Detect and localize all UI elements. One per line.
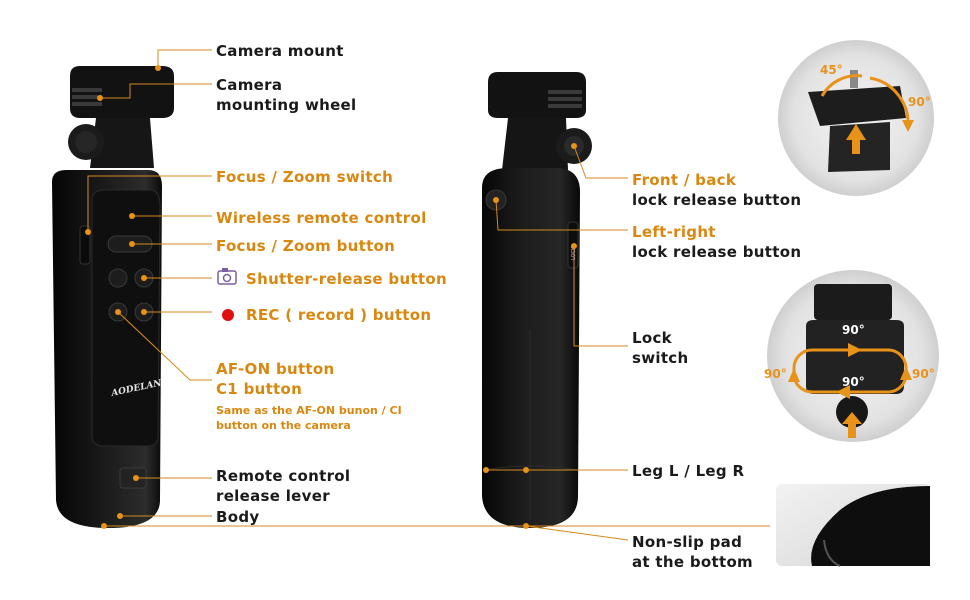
label-front-back-1: Front / back: [632, 171, 737, 189]
label-non-slip-2: at the bottom: [632, 553, 753, 571]
grip-side-view: LOCK: [482, 72, 592, 528]
label-camera-mounting-wheel-2: mounting wheel: [216, 96, 357, 114]
rotation-angle-bottom: 90°: [842, 375, 865, 389]
label-wireless-remote-control: Wireless remote control: [216, 209, 427, 227]
label-rec-button: REC ( record ) button: [246, 306, 432, 324]
label-non-slip-1: Non-slip pad: [632, 533, 743, 551]
label-front-back-2: lock release button: [632, 191, 802, 209]
label-camera-mounting-wheel-1: Camera: [216, 76, 283, 94]
tilt-angle-left: 45°: [820, 63, 843, 77]
rotation-angle-right: 90°: [912, 367, 935, 381]
grip-front-view: AODELAN: [52, 66, 174, 528]
label-remote-release-lever-2: release lever: [216, 487, 330, 505]
rotation-angle-top: 90°: [842, 323, 865, 337]
label-c1-button: C1 button: [216, 380, 303, 398]
tilt-detail-circle: 45° 90°: [778, 40, 934, 196]
non-slip-pad-inset: [776, 484, 930, 567]
label-left-right-1: Left-right: [632, 223, 716, 241]
rotation-angle-left: 90°: [764, 367, 787, 381]
leader-lines: [87, 49, 770, 541]
label-camera-mount: Camera mount: [216, 42, 344, 60]
label-leg: Leg L / Leg R: [632, 462, 745, 480]
note-same-as-1: Same as the AF-ON bunon / CI: [216, 404, 402, 417]
label-body: Body: [216, 508, 260, 526]
rec-dot-icon: [222, 309, 234, 321]
label-left-right-2: lock release button: [632, 243, 802, 261]
label-remote-release-lever-1: Remote control: [216, 467, 351, 485]
side-wheel-ridges: [548, 90, 582, 108]
label-af-on-button: AF-ON button: [216, 360, 335, 378]
label-shutter-release-button: Shutter-release button: [246, 270, 447, 288]
leader-dots: [85, 65, 577, 529]
label-focus-zoom-button: Focus / Zoom button: [216, 237, 396, 255]
mounting-wheel-ridges: [72, 88, 102, 106]
tilt-angle-right: 90°: [908, 95, 931, 109]
rotation-detail-circle: 90° 90° 90° 90°: [764, 270, 939, 442]
label-lock-switch-1: Lock: [632, 329, 672, 347]
label-lock-switch-2: switch: [632, 349, 689, 367]
note-same-as-2: button on the camera: [216, 419, 351, 432]
label-focus-zoom-switch: Focus / Zoom switch: [216, 168, 394, 186]
camera-icon: [217, 268, 237, 285]
